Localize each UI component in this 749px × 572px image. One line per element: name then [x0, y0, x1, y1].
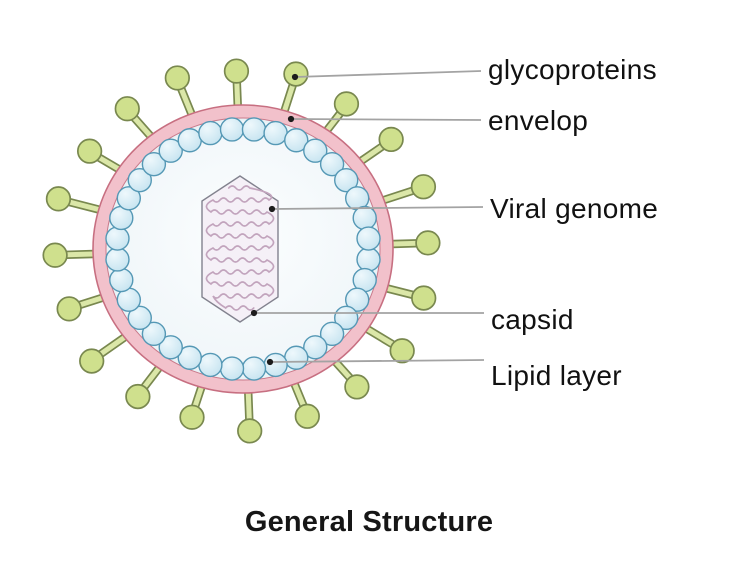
- capsid-bead: [158, 335, 183, 360]
- anchor-dot-glycoproteins: [291, 73, 299, 81]
- leader-line-envelop: [290, 118, 482, 121]
- capsid-bead: [334, 167, 359, 193]
- capsid-bead: [241, 117, 267, 142]
- capsid-bead: [303, 335, 328, 360]
- glycoprotein-spike: [356, 320, 415, 364]
- capsid-bead: [352, 205, 377, 231]
- capsid-bead-ring: [105, 117, 381, 381]
- leader-lines: [254, 70, 485, 363]
- capsid-bead: [356, 226, 381, 251]
- label-glycoproteins: glycoproteins: [488, 54, 657, 85]
- figure-title: General Structure: [244, 506, 494, 538]
- capsid-bead: [177, 128, 202, 153]
- capsid-bead: [334, 305, 359, 331]
- capsid-bead: [319, 321, 345, 347]
- capsid-bead: [127, 305, 152, 331]
- capsid-bead: [356, 247, 381, 272]
- anchor-dot-viral-genome: [268, 205, 276, 213]
- capsid-bead: [177, 345, 202, 370]
- glycoprotein-spike: [277, 61, 309, 123]
- capsid-bead: [127, 167, 152, 193]
- glycoprotein-spike: [45, 186, 111, 216]
- capsid-bead: [109, 267, 134, 293]
- viral-genome-squiggle: [205, 185, 275, 311]
- capsid-bead: [219, 356, 245, 381]
- capsid-bead: [263, 120, 288, 146]
- label-capsid: capsid: [491, 304, 574, 335]
- capsid-bead: [198, 352, 223, 378]
- leader-line-lipid-layer: [269, 359, 485, 363]
- label-viral-genome: Viral genome: [490, 193, 659, 224]
- glycoprotein-spike: [114, 96, 160, 147]
- label-lipid-layer: Lipid layer: [491, 360, 622, 391]
- label-envelop: envelop: [488, 105, 589, 136]
- leader-line-viral-genome: [271, 206, 484, 210]
- capsid-bead: [303, 138, 328, 163]
- anchor-dot-lipid-layer: [266, 358, 274, 366]
- capsid-bead: [344, 287, 370, 312]
- capsid-bead: [116, 186, 142, 211]
- glycoprotein-spike: [164, 65, 199, 126]
- glycoprotein-spike: [375, 282, 437, 311]
- label-anchor-dots: [250, 73, 299, 366]
- capsid-bead: [284, 345, 309, 370]
- anchor-dot-envelop: [287, 115, 295, 123]
- anchor-dot-capsid: [250, 309, 258, 317]
- capsid-bead: [284, 128, 309, 153]
- glycoprotein-spike: [350, 126, 404, 170]
- glycoprotein-spike: [125, 357, 168, 410]
- capsid-bead: [219, 117, 245, 142]
- capsid-bead: [141, 321, 167, 347]
- capsid-bead: [263, 352, 288, 378]
- capsid-bead: [105, 247, 130, 272]
- capsid-bead: [158, 138, 183, 163]
- capsid-bead: [105, 226, 130, 251]
- leader-line-glycoproteins: [294, 70, 482, 78]
- capsid-bead: [241, 356, 267, 381]
- capsid-bead: [198, 120, 223, 146]
- glycoprotein-spike: [372, 174, 437, 207]
- glycoprotein-spike: [79, 328, 136, 374]
- capsid-bead: [319, 151, 345, 177]
- capsid-bead: [141, 151, 167, 177]
